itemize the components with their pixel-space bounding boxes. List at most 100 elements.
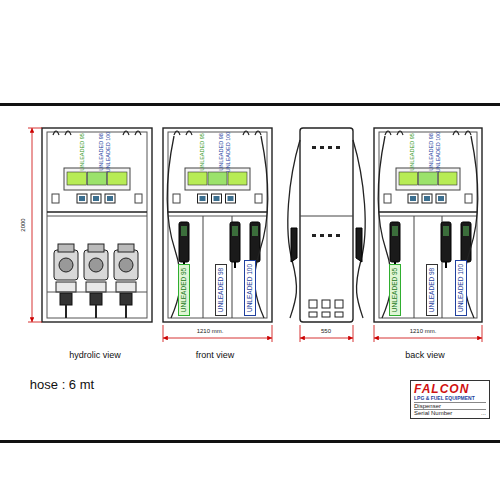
display-screen	[188, 172, 207, 185]
button-face	[107, 196, 113, 201]
nozzle-spout	[445, 262, 447, 268]
table-cell: ...	[414, 410, 486, 417]
button	[91, 194, 101, 203]
pump-base	[86, 282, 106, 292]
vent	[312, 234, 316, 237]
side-port	[322, 300, 330, 308]
pump-pipe	[65, 305, 67, 318]
hose-hook	[53, 131, 59, 135]
display-panel	[64, 168, 130, 190]
shelf	[47, 211, 147, 212]
grade-label: UNLEADED 98	[429, 268, 436, 312]
button-face	[200, 196, 206, 201]
label: hydrolic view	[69, 351, 121, 360]
side-port	[335, 312, 343, 317]
vertical-label: 2000	[20, 218, 26, 231]
button	[77, 194, 87, 203]
fuel-grade-plate: UNLEADED 95	[178, 264, 190, 316]
pump-pipe	[125, 305, 127, 318]
shelf	[168, 216, 267, 217]
vent	[328, 146, 332, 149]
side-port	[309, 300, 317, 308]
button-face	[438, 196, 444, 201]
shelf	[168, 211, 267, 212]
label: 1210 mm.	[196, 328, 225, 334]
nozzle-grip	[252, 226, 258, 236]
pump-base	[56, 282, 76, 292]
hose	[288, 140, 300, 318]
hose	[353, 140, 365, 318]
label: back view	[405, 351, 445, 360]
hose-hook	[135, 131, 141, 135]
hose-hook	[255, 131, 261, 135]
pump-valve	[120, 293, 132, 305]
vent	[320, 146, 324, 149]
side-shelf	[300, 216, 353, 217]
vent	[312, 146, 316, 149]
cabinet-inner	[168, 132, 267, 318]
hose-hook	[465, 131, 471, 135]
grade-label: UNLEADED 100	[247, 264, 254, 312]
fuel-grade-plate: UNLEADED 98	[215, 264, 227, 316]
pump-meter	[118, 244, 134, 252]
vertical-label: UNLEADED 98	[99, 133, 105, 171]
nozzle-spout	[234, 262, 236, 268]
button	[198, 194, 208, 203]
display-panel	[396, 168, 460, 190]
button-face	[410, 196, 416, 201]
note: hose : 6 mt	[30, 378, 94, 391]
grade-label: UNLEADED 98	[218, 268, 225, 312]
side-box	[173, 194, 180, 203]
display-screen	[228, 172, 247, 185]
button	[436, 194, 446, 203]
button-face	[93, 196, 99, 201]
button-face	[228, 196, 234, 201]
pump-motor	[119, 258, 133, 272]
nozzle-holder	[230, 222, 240, 262]
fuel-grade-plate: UNLEADED 100	[455, 260, 467, 316]
vertical-label: UNLEADED 100	[226, 132, 232, 173]
label: front view	[196, 351, 235, 360]
nozzle-holder	[179, 222, 189, 262]
hose-hook	[65, 131, 71, 135]
side-box	[465, 194, 472, 203]
side-box	[52, 194, 59, 203]
shelf	[47, 216, 147, 217]
grade-label: UNLEADED 95	[181, 268, 188, 312]
button-face	[214, 196, 220, 201]
pump-base	[116, 282, 136, 292]
display-screen	[208, 172, 227, 185]
vertical-label: UNLEADED 100	[436, 132, 442, 173]
hose-hook	[453, 131, 459, 135]
hose-hook	[397, 131, 403, 135]
label: 550	[320, 328, 332, 334]
vertical-label: UNLEADED 95	[410, 133, 416, 171]
hose	[255, 136, 268, 318]
pump-unit	[84, 250, 108, 280]
display-panel	[185, 168, 250, 190]
cabinet-frame	[374, 128, 482, 322]
display-screen	[67, 172, 86, 185]
nozzle-holder	[461, 222, 471, 262]
hose-hook	[385, 131, 391, 135]
side-box	[255, 194, 262, 203]
pump-unit	[114, 250, 138, 280]
label: 1210 mm.	[409, 328, 438, 334]
nozzle-grip	[181, 226, 187, 236]
hose-hook	[123, 131, 129, 135]
column	[414, 216, 415, 318]
nozzle	[356, 228, 362, 262]
pump-valve	[60, 293, 72, 305]
pump-unit	[54, 250, 78, 280]
side-box	[135, 194, 142, 203]
vent	[328, 234, 332, 237]
hose-hook	[174, 131, 180, 135]
button	[226, 194, 236, 203]
hose-hook	[186, 131, 192, 135]
display-screen	[419, 172, 438, 185]
column	[203, 216, 204, 318]
pump-valve	[90, 293, 102, 305]
grade-label: UNLEADED 100	[458, 264, 465, 312]
shelf	[379, 211, 477, 212]
